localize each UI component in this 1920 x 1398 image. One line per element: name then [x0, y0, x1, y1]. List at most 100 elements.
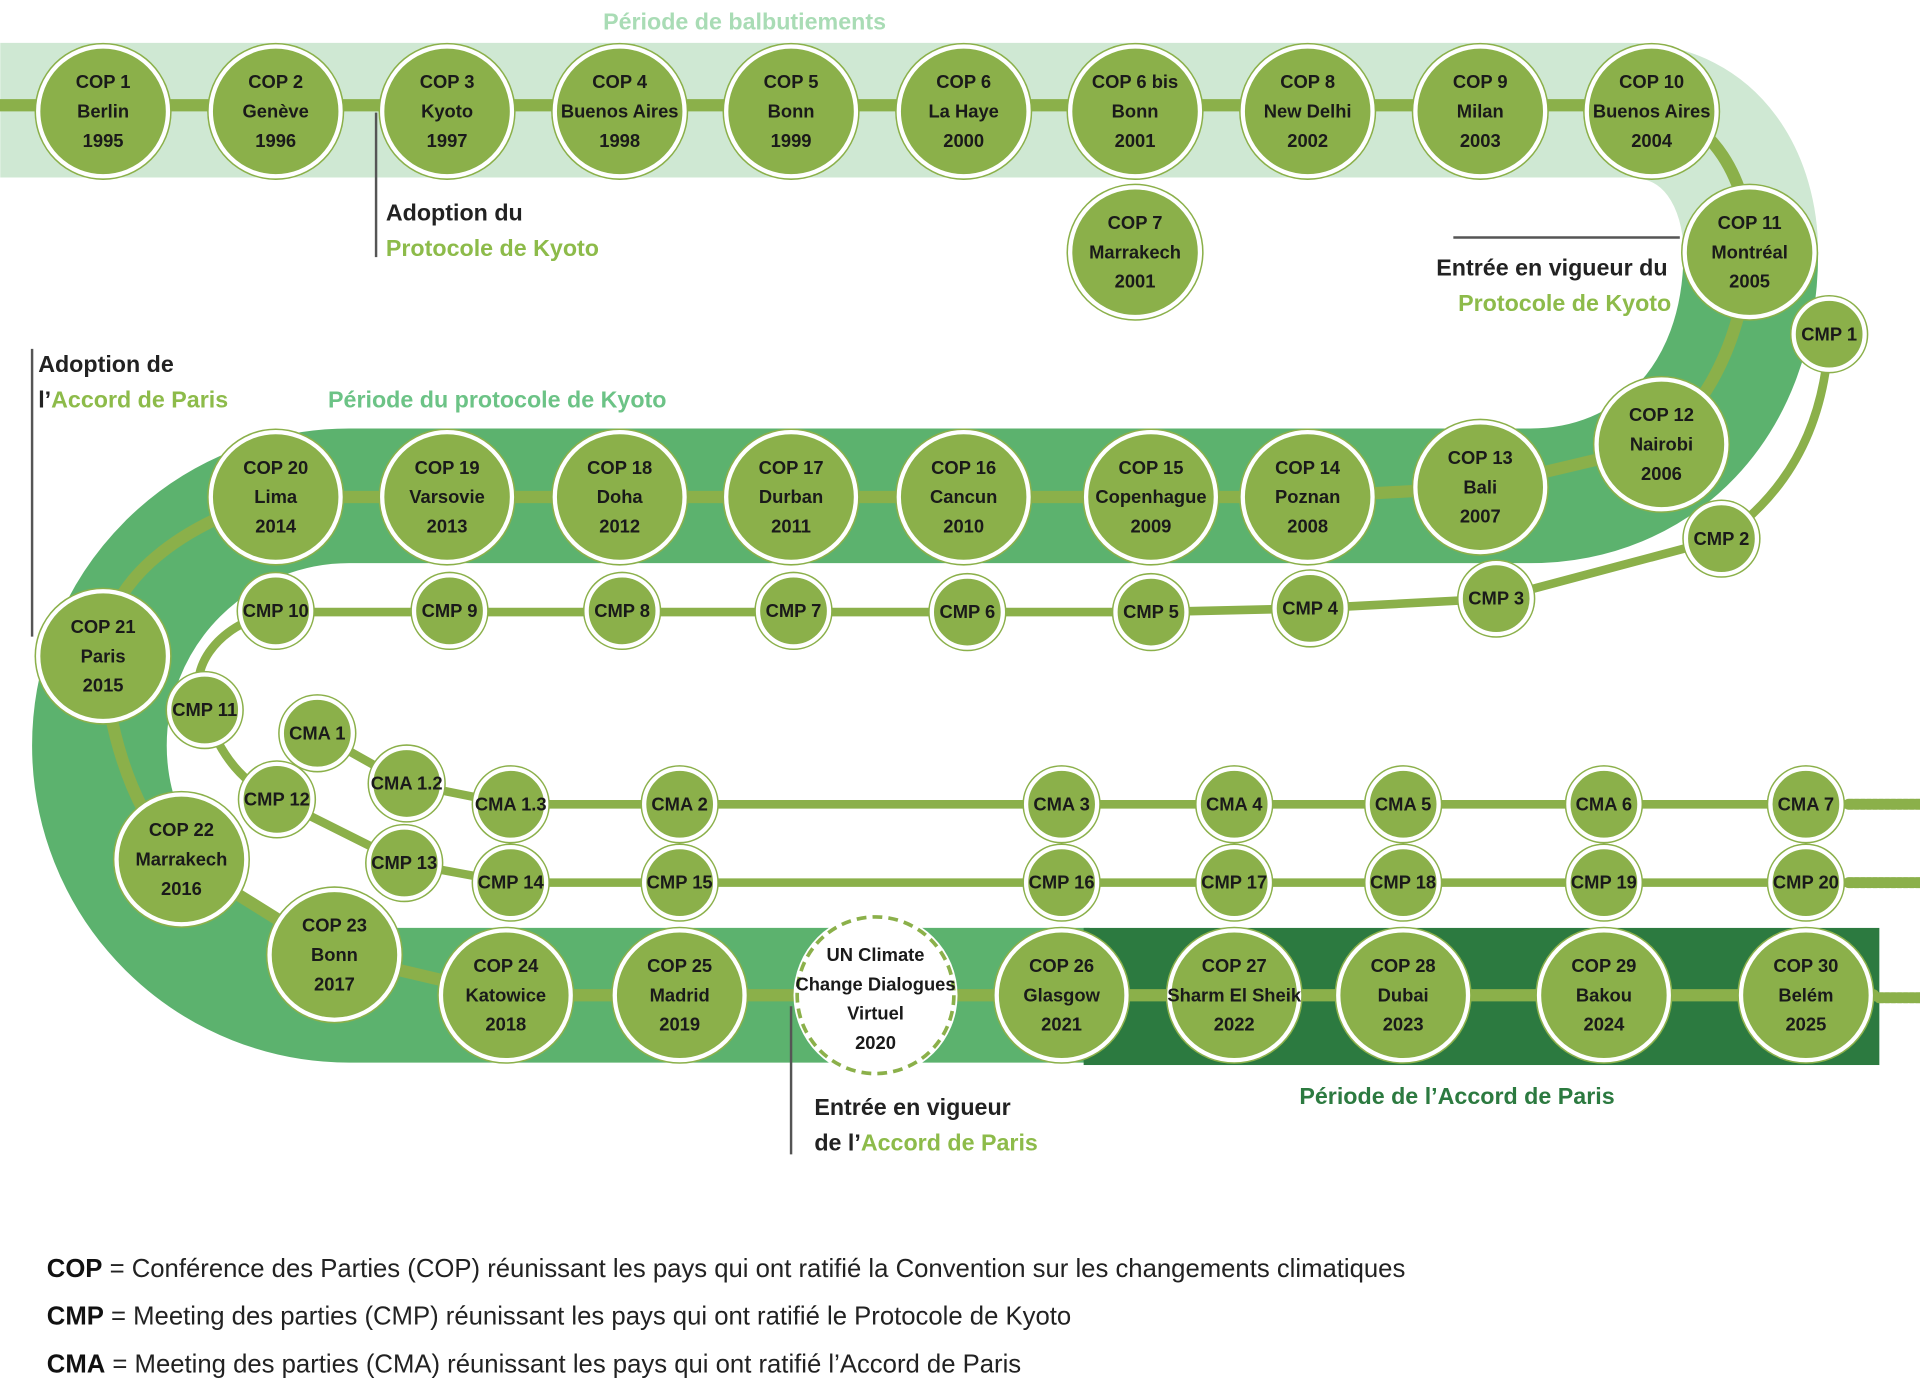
cmp-node: CMP 9 — [410, 571, 489, 651]
cop-node-label-line: Dubai — [1378, 984, 1429, 1005]
cop-node-label-line: Bali — [1463, 476, 1497, 497]
cop-node-circle — [552, 429, 687, 565]
cop-node-label-line: COP 27 — [1202, 955, 1267, 976]
cop-node-label-line: Bonn — [311, 944, 358, 965]
cop-node-label-line: COP 18 — [587, 457, 652, 478]
cop-node-label-line: COP 14 — [1275, 457, 1341, 478]
cmp-node: CMP 16 — [1022, 843, 1101, 922]
legend-item-cma: CMA = Meeting des parties (CMA) réunissa… — [47, 1350, 1021, 1378]
period-label-kyoto: Période du protocole de Kyoto — [328, 387, 666, 413]
cmp-node: CMP 10 — [236, 571, 315, 651]
cop-node-label-line: COP 22 — [149, 819, 214, 840]
legend-item-cmp: CMP = Meeting des parties (CMP) réunissa… — [47, 1303, 1071, 1331]
cma-node-label-line: CMA 7 — [1778, 793, 1834, 814]
cop-node-label-line: COP 6 — [936, 71, 991, 92]
cop-node-label-line: 2010 — [943, 516, 984, 537]
cop-node-label-line: 2001 — [1115, 271, 1156, 292]
cop-node-circle — [1682, 185, 1817, 320]
cop-node-label-line: 2019 — [659, 1014, 700, 1035]
virtual-dialogue-node-label-line: 2020 — [855, 1032, 896, 1053]
cma-node: CMA 7 — [1766, 765, 1846, 844]
cop-node-circle — [1536, 928, 1671, 1063]
cop-node-circle — [1413, 420, 1548, 555]
cmp-node-circle — [1458, 560, 1534, 637]
cma-node: CMA 5 — [1363, 765, 1443, 844]
kyoto-adoption-line1: Adoption du — [386, 199, 523, 225]
cma-node-circle — [473, 766, 549, 842]
cma-node: CMA 2 — [640, 765, 719, 844]
cop-node-circle — [114, 792, 249, 927]
cmp-node-label-line: CMP 9 — [422, 600, 478, 621]
cop-node-label-line: COP 2 — [248, 71, 303, 92]
cmp-node: CMP 19 — [1564, 843, 1644, 922]
cma-node-circle — [642, 766, 718, 842]
cmp-node-circle — [755, 573, 832, 649]
cop-node-label-line: COP 4 — [592, 71, 648, 92]
cop-node-circle — [1068, 44, 1203, 179]
cop-node-label-line: COP 16 — [931, 457, 996, 478]
cop-node-label-line: Buenos Aires — [561, 101, 679, 122]
cop-node: COP 22 Marrakech 2016 — [112, 790, 250, 928]
cop-node-label-line: Marrakech — [135, 848, 227, 869]
cop-node-label-line: COP 6 bis — [1092, 71, 1178, 92]
cmp-node: CMP 20 — [1766, 843, 1846, 922]
cop-node-circle — [380, 429, 515, 565]
legend-item-cop: COP = Conférence des Parties (COP) réuni… — [47, 1255, 1406, 1283]
cmp-node-label-line: CMP 11 — [172, 699, 237, 720]
cop-node: COP 4 Buenos Aires 1998 — [551, 42, 689, 180]
cop-node-label-line: Copenhague — [1095, 486, 1206, 507]
cma-node-label-line: CMA 1 — [289, 722, 345, 743]
cop-node-label-line: 2011 — [771, 516, 811, 537]
cop-node-label-line: COP 29 — [1571, 955, 1636, 976]
cop-node-label-line: COP 24 — [473, 955, 539, 976]
paris-entry-line1: Entrée en vigueur — [814, 1094, 1010, 1120]
cmp-node-circle — [1768, 844, 1844, 921]
cmp-node-circle — [473, 844, 549, 921]
annotations: Adoption du Protocole de Kyoto Entrée en… — [30, 112, 1680, 1156]
virtual-dialogue-node-label-line: UN Climate — [827, 944, 925, 965]
cop-node-label-line: 2016 — [161, 878, 202, 899]
paris-adoption-line2: l’Accord de Paris — [38, 387, 228, 413]
cop-node-circle — [1738, 928, 1873, 1063]
cma-node: CMA 1 — [278, 694, 357, 773]
cmp-node-label-line: CMP 18 — [1370, 872, 1436, 893]
cmp-node: CMP 4 — [1270, 569, 1350, 648]
cmp-node-circle — [238, 573, 314, 649]
paris-adoption-line1: Adoption de — [38, 351, 174, 377]
cmp-node-circle — [1023, 844, 1100, 921]
kyoto-entry-line1: Entrée en vigueur du — [1436, 254, 1667, 280]
cma-node-label-line: CMA 5 — [1375, 793, 1431, 814]
kyoto-adoption-line2: Protocole de Kyoto — [386, 235, 599, 261]
cop-node-label-line: 2005 — [1729, 271, 1770, 292]
cop-node-label-line: Milan — [1457, 101, 1504, 122]
cop-node-label-line: COP 17 — [759, 457, 824, 478]
cmp-node-label-line: CMP 8 — [594, 600, 650, 621]
cop-node-label-line: Kyoto — [421, 101, 473, 122]
cop-node-label-line: 2025 — [1785, 1014, 1826, 1035]
cma-node-circle — [1196, 766, 1272, 842]
cop-node-label-line: 1998 — [599, 130, 640, 151]
cmp-node-circle — [1196, 844, 1272, 921]
cma-node-label-line: CMA 1.3 — [475, 793, 547, 814]
cop-node-circle — [1068, 185, 1203, 320]
cop-node-label-line: 2008 — [1287, 516, 1328, 537]
cmp-node-label-line: CMP 7 — [766, 600, 822, 621]
cop-node-circle — [1083, 429, 1218, 565]
cop-node-label-line: COP 25 — [647, 955, 712, 976]
cmp-node: CMP 7 — [754, 571, 833, 651]
cmp-node-circle — [1791, 296, 1867, 372]
cmp-node-label-line: CMP 6 — [939, 601, 995, 622]
cop-node-label-line: 2000 — [943, 130, 984, 151]
